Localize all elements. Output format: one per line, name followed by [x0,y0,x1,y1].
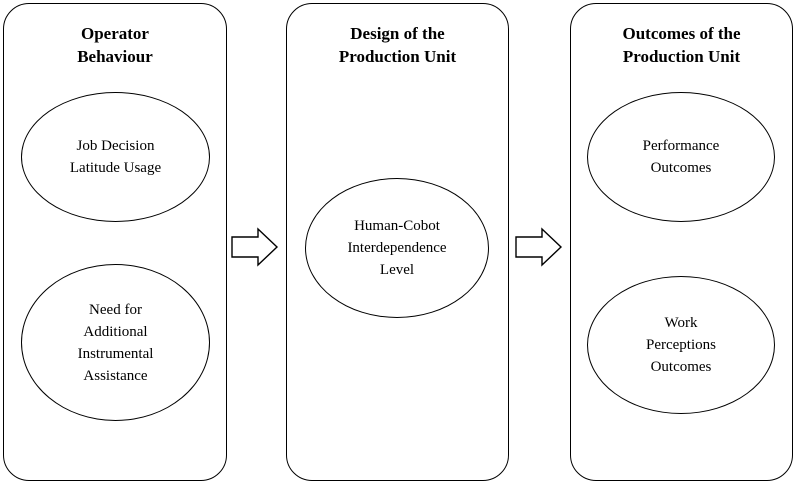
human-cobot-interdependence-level-node: Human-Cobot Interdependence Level [305,178,489,318]
operator-behaviour-panel: Operator Behaviour Job Decision Latitude… [3,3,227,481]
performance-outcomes-node: Performance Outcomes [587,92,775,222]
node-line: Work [664,315,698,331]
node-line: Outcomes [650,160,712,176]
design-of-production-unit-panel: Design of the Production Unit Human-Cobo… [286,3,509,481]
node-line: Additional [83,323,148,340]
work-perceptions-outcomes-node: Work Perceptions Outcomes [587,276,775,414]
title-line: Design of the [350,24,445,43]
node-line: Human-Cobot [354,218,440,234]
node-line: Instrumental [77,345,154,362]
node-line: Latitude Usage [69,160,162,176]
outcomes-of-production-unit-title: Outcomes of the Production Unit [571,22,792,68]
title-line: Outcomes of the [622,24,741,43]
title-line: Production Unit [338,47,457,66]
operator-behaviour-title: Operator Behaviour [4,22,226,68]
design-of-production-unit-title: Design of the Production Unit [287,22,508,68]
node-line: Perceptions [646,337,716,353]
need-for-additional-instrumental-assistance-node: Need for Additional Instrumental Assista… [21,264,210,421]
title-line: Behaviour [77,47,153,66]
job-decision-latitude-usage-node: Job Decision Latitude Usage [21,92,210,222]
node-line: Interdependence [347,240,447,256]
right-arrow-icon [231,227,279,267]
node-line: Outcomes [650,359,712,375]
outcomes-of-production-unit-panel: Outcomes of the Production Unit Performa… [570,3,793,481]
title-line: Production Unit [622,47,741,66]
node-line: Job Decision [76,138,155,154]
title-line: Operator [81,24,149,43]
node-line: Performance [642,138,720,154]
node-line: Need for [89,301,142,318]
node-line: Level [379,262,415,278]
right-arrow-icon [515,227,563,267]
node-line: Assistance [83,367,148,384]
